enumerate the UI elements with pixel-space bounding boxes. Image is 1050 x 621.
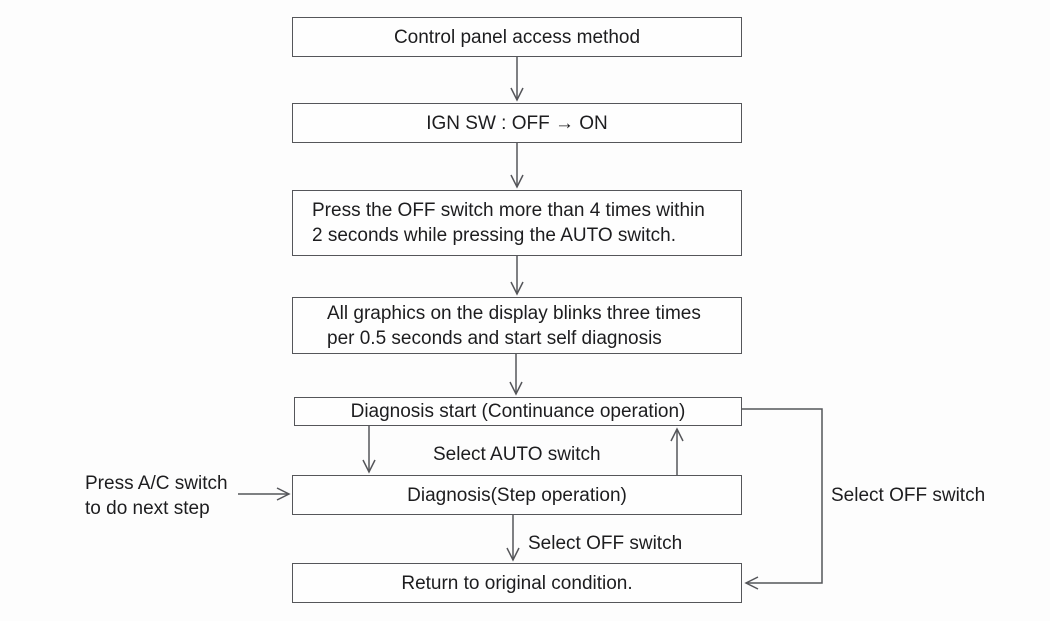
edge-label-line: to do next step	[85, 498, 210, 519]
box-label: Return to original condition.	[401, 572, 633, 594]
box-label: Press the OFF switch more than 4 times w…	[312, 198, 705, 248]
edge-label-select-auto-switch: Select AUTO switch	[433, 444, 601, 465]
edge-label-press-ac-switch: Press A/C switch to do next step	[85, 471, 228, 521]
flowchart-box-diagnosis-step: Diagnosis(Step operation)	[292, 475, 742, 515]
box-label: Diagnosis start (Continuance operation)	[350, 401, 686, 422]
flowchart-box-ign-sw-off-on: IGN SW : OFF → ON	[292, 103, 742, 143]
box-label: All graphics on the display blinks three…	[327, 301, 701, 351]
box-label-line: 2 seconds while pressing the AUTO switch…	[312, 225, 676, 246]
box-label-line: Press the OFF switch more than 4 times w…	[312, 200, 705, 221]
box-label: Diagnosis(Step operation)	[407, 484, 627, 506]
edge-label-select-off-switch-continuance: Select OFF switch	[831, 485, 986, 506]
flowchart-box-graphics-blink: All graphics on the display blinks three…	[292, 297, 742, 354]
edge-label-line: Press A/C switch	[85, 473, 228, 494]
flowchart-box-control-panel-access: Control panel access method	[292, 17, 742, 57]
flowchart-box-diagnosis-start: Diagnosis start (Continuance operation)	[294, 397, 742, 426]
flowchart-box-press-off-switch: Press the OFF switch more than 4 times w…	[292, 190, 742, 256]
edge-label-select-off-switch-step: Select OFF switch	[528, 533, 683, 554]
arrow-diagnosis-start-to-return-elbow	[742, 408, 823, 590]
box-label-line: per 0.5 seconds and start self diagnosis	[327, 327, 662, 349]
box-label-line: All graphics on the display blinks three…	[327, 302, 701, 324]
box-label: Control panel access method	[393, 26, 641, 48]
box-label: IGN SW : OFF → ON	[426, 112, 608, 134]
flowchart-box-return-original: Return to original condition.	[292, 563, 742, 603]
